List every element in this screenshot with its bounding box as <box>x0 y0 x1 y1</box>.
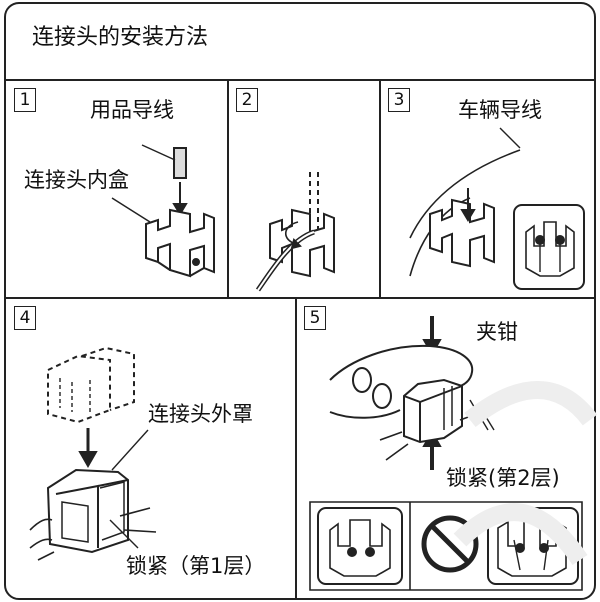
panel-1-art <box>111 144 215 278</box>
label-connector-cover: 连接头外罩 <box>148 402 253 426</box>
label-pliers: 夹钳 <box>476 320 518 344</box>
label-lock-level-1: 锁紧（第1层） <box>126 554 266 578</box>
label-lock-level-2: 锁紧(第2层) <box>446 466 560 490</box>
label-vehicle-wire: 车辆导线 <box>458 98 542 122</box>
step-number-1: 1 <box>14 88 36 112</box>
page-title: 连接头的安装方法 <box>32 25 209 50</box>
panel-2-art <box>255 172 335 292</box>
prohibited-icon <box>421 515 479 573</box>
panel-5-art <box>309 316 583 591</box>
step-number-2: 2 <box>236 88 258 112</box>
label-accessory-wire: 用品导线 <box>90 98 174 122</box>
step-number-3: 3 <box>388 88 410 112</box>
watermark <box>453 381 598 566</box>
panel-3-art <box>409 127 585 290</box>
step-number-4: 4 <box>14 306 36 330</box>
panel-frame <box>4 2 596 600</box>
step-number-5: 5 <box>304 306 326 330</box>
panel-4-art <box>29 346 157 561</box>
label-connector-inner-box: 连接头内盒 <box>24 168 129 192</box>
